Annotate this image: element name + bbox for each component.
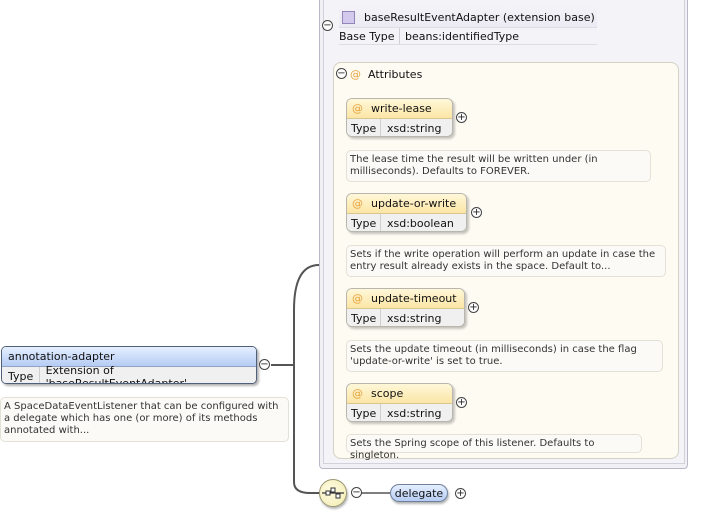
attribute-description: Sets the Spring scope of this listener. …	[346, 434, 642, 461]
attribute-type-value: xsd:string	[387, 407, 442, 420]
attribute-icon: @	[352, 292, 363, 305]
collapse-attributes-icon[interactable]: −	[336, 67, 347, 79]
element-name: annotation-adapter	[8, 350, 115, 363]
extension-base-header: baseResultEventAdapter (extension base)	[339, 6, 597, 28]
attribute-name: update-timeout	[371, 292, 457, 305]
element-delegate[interactable]: delegate	[390, 484, 448, 502]
collapse-extension-icon[interactable]: −	[322, 19, 333, 31]
attribute-type-value: xsd:string	[387, 312, 442, 325]
attribute-type-label: Type	[347, 119, 381, 136]
expand-update-or-write-icon[interactable]: +	[471, 206, 482, 218]
collapse-element-icon[interactable]: −	[259, 358, 270, 370]
expand-write-lease-icon[interactable]: +	[456, 111, 467, 123]
element-type-value: Extension of 'baseResultEventAdapter'	[45, 363, 188, 384]
attribute-type-label: Type	[347, 404, 381, 421]
element-description: A SpaceDataEventListener that can be con…	[0, 397, 289, 442]
attribute-update-timeout[interactable]: @ update-timeout Type xsd:string	[346, 288, 465, 327]
attribute-scope[interactable]: @ scope Type xsd:string	[346, 383, 453, 422]
collapse-sequence-icon[interactable]: −	[351, 486, 362, 498]
attribute-type-value: xsd:boolean	[387, 217, 454, 230]
attribute-description: Sets if the write operation will perform…	[346, 245, 666, 277]
attribute-icon: @	[352, 387, 363, 400]
base-type-value: beans:identifiedType	[405, 29, 519, 43]
sequence-compositor-icon[interactable]	[319, 479, 347, 507]
attribute-write-lease[interactable]: @ write-lease Type xsd:string	[346, 98, 453, 137]
attribute-icon: @	[350, 67, 361, 81]
attribute-name: write-lease	[371, 102, 432, 115]
attribute-type-label: Type	[347, 214, 381, 231]
element-type-label: Type	[2, 367, 40, 383]
attribute-icon: @	[352, 102, 363, 115]
element-annotation-adapter[interactable]: annotation-adapter Type Extension of 'bas…	[1, 346, 257, 384]
expand-delegate-icon[interactable]: +	[455, 487, 466, 499]
extension-base-name: baseResultEventAdapter (extension base)	[364, 10, 595, 24]
expand-update-timeout-icon[interactable]: +	[468, 301, 479, 313]
attribute-name: update-or-write	[371, 197, 457, 210]
base-type-label: Base Type	[339, 28, 400, 44]
attribute-type-label: Type	[347, 309, 381, 326]
connector-element-to-sequence	[271, 264, 333, 366]
attribute-description: Sets the update timeout (in milliseconds…	[346, 340, 663, 372]
complex-type-icon	[342, 10, 355, 24]
attribute-name: scope	[371, 387, 404, 400]
attribute-icon: @	[352, 197, 363, 210]
sequence-glyph-icon	[322, 487, 344, 499]
expand-scope-icon[interactable]: +	[456, 396, 467, 408]
attributes-title-label: Attributes	[368, 67, 423, 81]
connector-to-sequence	[293, 365, 319, 494]
delegate-name: delegate	[394, 486, 444, 500]
attribute-description: The lease time the result will be writte…	[346, 150, 651, 182]
attributes-title: @ Attributes	[350, 66, 422, 82]
extension-base-type-row: Base Type beans:identifiedType	[339, 27, 597, 45]
attribute-update-or-write[interactable]: @ update-or-write Type xsd:boolean	[346, 193, 467, 232]
attribute-type-value: xsd:string	[387, 122, 442, 135]
